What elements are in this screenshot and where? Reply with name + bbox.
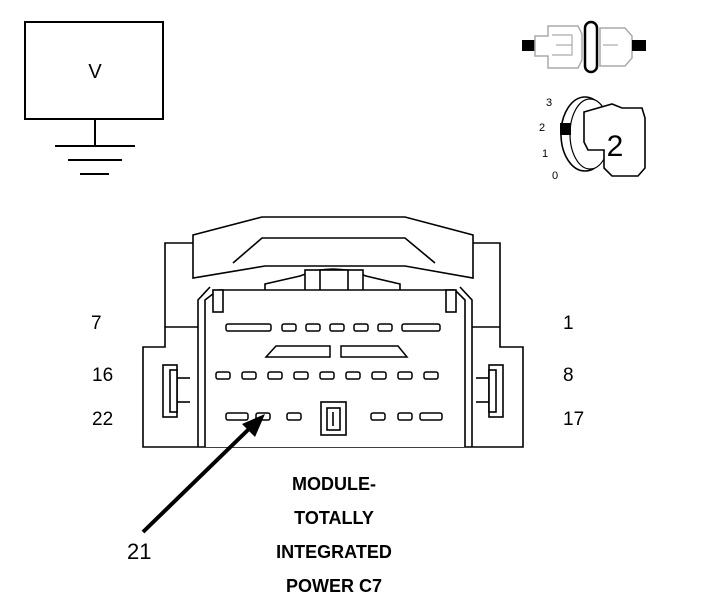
ignition-position-1: 1 (542, 148, 548, 160)
cavity (293, 371, 309, 380)
cavity (241, 371, 257, 380)
cavity (305, 323, 321, 332)
cavity-row-3 (225, 412, 443, 421)
cavity (371, 371, 387, 380)
ignition-position-3: 3 (546, 97, 552, 109)
key-position-marker (560, 123, 571, 135)
cavity (281, 323, 297, 332)
right-lock-tab (476, 364, 504, 418)
connector-title-line-2: TOTALLY (294, 508, 374, 528)
pin-label-8: 8 (563, 365, 574, 386)
cavity (225, 412, 249, 421)
cavity (345, 371, 361, 380)
cavity (286, 412, 302, 421)
cavity (319, 371, 335, 380)
cavity (423, 371, 439, 380)
cavity (267, 371, 283, 380)
left-lock-tab (162, 364, 190, 418)
ignition-key-icon: 3 2 1 0 2 (539, 96, 646, 182)
cavity (419, 412, 443, 421)
cavity (329, 323, 345, 332)
voltmeter-label: V (88, 61, 102, 83)
cavity (377, 323, 393, 332)
polarizing-key (320, 401, 347, 436)
cavity (353, 323, 369, 332)
pin-label-17: 17 (563, 409, 584, 430)
cavity (225, 323, 272, 332)
connector-title: MODULE- TOTALLY INTEGRATED POWER C7 (276, 474, 392, 596)
cavity-row-2 (215, 371, 439, 380)
ignition-position-2: 2 (539, 122, 545, 134)
connector-title-line-3: INTEGRATED (276, 542, 392, 562)
pin-label-22: 22 (92, 409, 113, 430)
pin-label-1: 1 (563, 313, 574, 334)
pin-label-16: 16 (92, 365, 113, 386)
cavity (397, 412, 413, 421)
cavity (401, 323, 441, 332)
connector-title-line-1: MODULE- (292, 474, 376, 494)
ignition-selected-position: 2 (607, 130, 624, 163)
ground-icon (55, 119, 135, 175)
disconnected-connector-icon (522, 20, 646, 74)
callout-pin-label: 21 (127, 539, 151, 564)
callout-arrow (141, 414, 265, 534)
center-key-slots (264, 345, 409, 358)
pin-label-7: 7 (91, 313, 102, 334)
cavity (397, 371, 413, 380)
voltmeter-box (24, 21, 164, 120)
cavity (370, 412, 386, 421)
voltmeter-symbol: V (24, 21, 164, 175)
cavity-row-1 (225, 323, 441, 332)
ignition-position-0: 0 (552, 170, 558, 182)
cavity (215, 371, 231, 380)
connector-title-line-4: POWER C7 (286, 576, 382, 596)
